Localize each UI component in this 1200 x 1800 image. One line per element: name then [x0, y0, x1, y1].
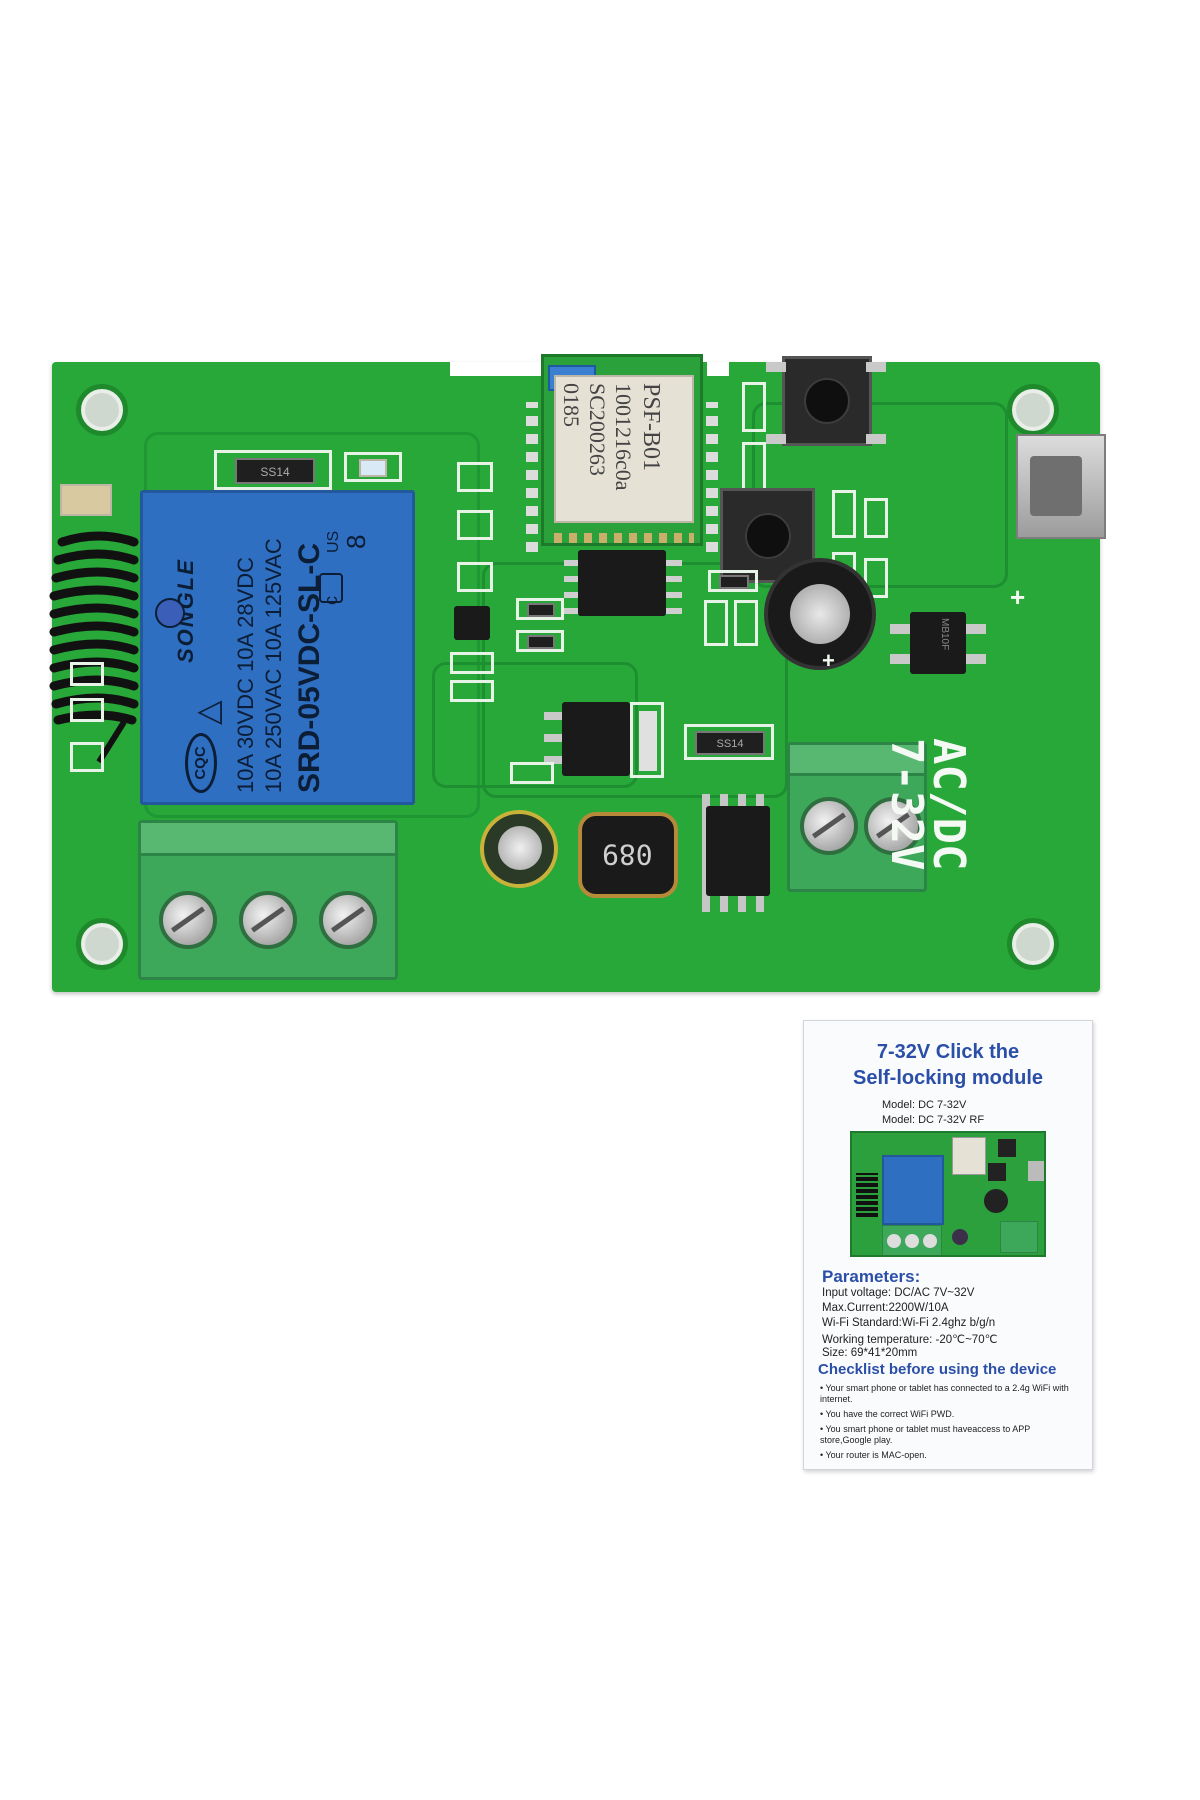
resistor-outline — [516, 630, 564, 652]
button-cap — [804, 378, 850, 424]
led — [359, 459, 387, 477]
warning-triangle-icon: △ — [189, 700, 225, 725]
manual-board-photo — [850, 1131, 1046, 1257]
mounting-hole — [1007, 384, 1059, 436]
mounting-hole — [1007, 918, 1059, 970]
antenna-coil — [49, 531, 139, 764]
relay-us: US — [325, 530, 342, 553]
usb-plus-mark: + — [1010, 582, 1026, 612]
trace — [432, 662, 638, 788]
shield-line-1: PSF-B01 — [638, 383, 664, 472]
relay-dot — [155, 598, 185, 628]
diode-outline: SS14 — [684, 724, 774, 760]
cap-outline — [704, 600, 728, 646]
ul-mark-icon — [319, 573, 343, 603]
checklist-item: You smart phone or tablet must haveacces… — [820, 1424, 1082, 1446]
resistor-outline — [457, 462, 493, 492]
shield-line-4: 0185 — [559, 383, 584, 427]
shield-line-2: 1001216c0a — [611, 383, 636, 491]
resistor-outline — [708, 570, 758, 592]
electrolytic-capacitor — [764, 558, 876, 670]
regulator-tab-outline — [630, 702, 664, 778]
screw — [239, 891, 297, 949]
screw — [319, 891, 377, 949]
screw — [159, 891, 217, 949]
checklist-item: You have the correct WiFi PWD. — [820, 1409, 1082, 1420]
param-wifi-standard: Wi-Fi Standard:Wi-Fi 2.4ghz b/g/n — [822, 1317, 996, 1329]
board-notch — [707, 362, 729, 376]
transistor — [454, 606, 490, 640]
wifi-module: PSF-B01 1001216c0a SC200263 0185 — [541, 354, 703, 546]
led-outline — [832, 490, 856, 538]
module-pads-left — [526, 402, 538, 552]
manual-model-1: Model: DC 7-32V — [882, 1099, 967, 1111]
micro-usb-port[interactable] — [1016, 434, 1106, 539]
button-cap — [744, 512, 791, 559]
bridge-label: MB10F — [939, 618, 950, 651]
param-working-temperature: Working temperature: -20℃~70℃ — [822, 1334, 998, 1346]
cap-plus-mark: + — [822, 648, 835, 673]
resistor-outline — [450, 652, 494, 674]
resistor-outline — [864, 498, 888, 538]
shield-line-3: SC200263 — [585, 383, 610, 476]
param-input-voltage: Input voltage: DC/AC 7V~32V — [822, 1287, 975, 1299]
voltage-regulator — [562, 702, 630, 776]
checklist-item: Your router is MAC-open. — [820, 1450, 1082, 1461]
cap-outline — [742, 382, 766, 432]
module-pads-right — [706, 402, 718, 552]
resistor-outline — [457, 562, 493, 592]
resistor-outline — [70, 662, 104, 686]
ic-chip-bottom — [706, 806, 770, 896]
pcb-board: SRD-05VDC-SL-C 10A 250VAC 10A 125VAC 10A… — [49, 354, 1106, 992]
wifi-shield: PSF-B01 1001216c0a SC200263 0185 — [554, 375, 694, 523]
bridge-rectifier: MB10F — [910, 612, 966, 674]
diode-ss14: SS14 — [235, 458, 315, 484]
inductor: 089 — [578, 812, 678, 898]
inductor-label: 089 — [602, 838, 653, 871]
relay-rating-2: 10A 30VDC 10A 28VDC — [233, 556, 258, 793]
button-top[interactable] — [782, 356, 872, 446]
resistor-outline — [70, 698, 104, 722]
terminal-block-relay — [138, 820, 398, 980]
mounting-hole — [76, 384, 128, 436]
silk-voltage: 7-32V — [881, 738, 932, 871]
relay-badge: 8 — [341, 534, 371, 549]
instruction-card: 7-32V Click the Self-locking module Mode… — [803, 1020, 1093, 1470]
board-notch — [450, 362, 542, 376]
resistor-outline — [516, 598, 564, 620]
resistor-outline — [457, 510, 493, 540]
cap-outline — [742, 442, 766, 492]
parameters-title: Parameters: — [822, 1267, 921, 1286]
manual-model-2: Model: DC 7-32V RF — [882, 1114, 985, 1126]
diode-ss14-mid: SS14 — [695, 731, 765, 755]
relay: SRD-05VDC-SL-C 10A 250VAC 10A 125VAC 10A… — [140, 490, 415, 805]
resistor-outline — [864, 558, 888, 598]
param-max-current: Max.Current:2200W/10A — [822, 1302, 949, 1314]
crystal — [60, 484, 112, 516]
resistor-outline — [510, 762, 554, 784]
manual-title-line-2: Self-locking module — [852, 1067, 1044, 1089]
manual-title-line-1: 7-32V Click the — [876, 1041, 1020, 1063]
module-pins — [554, 533, 694, 543]
screw — [864, 797, 922, 855]
ic-chip-body — [578, 550, 666, 616]
param-size: Size: 69*41*20mm — [822, 1347, 918, 1359]
resistor-outline — [450, 680, 494, 702]
terminal-block-power — [787, 742, 927, 892]
screw — [800, 797, 858, 855]
small-capacitor — [480, 810, 558, 888]
checklist-item: Your smart phone or tablet has connected… — [820, 1383, 1082, 1405]
resistor-outline — [70, 742, 104, 772]
checklist-title: Checklist before using the device — [818, 1361, 1057, 1378]
relay-rating-1: 10A 250VAC 10A 125VAC — [261, 538, 286, 793]
cqc-mark: CQC — [185, 733, 217, 793]
mounting-hole — [76, 918, 128, 970]
diode-outline: SS14 — [214, 450, 332, 490]
cap-outline — [734, 600, 758, 646]
led-outline — [344, 452, 402, 482]
